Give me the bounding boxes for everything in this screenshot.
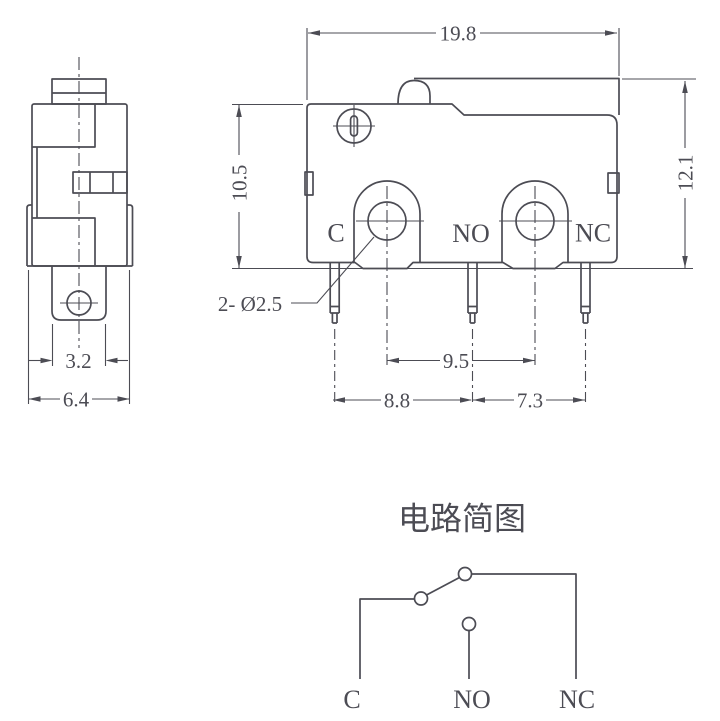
dim-text-12-1: 12.1: [674, 155, 698, 192]
dim-body-width: 6.4: [27, 270, 131, 412]
dim-text-6-4: 6.4: [63, 388, 90, 412]
terminal-tab: [51, 266, 107, 321]
circuit-diagram: 电路简图 C NO NC: [343, 501, 595, 715]
circuit-contact-right: [457, 566, 473, 582]
hole-callout-text: 2- Ø2.5: [218, 292, 282, 316]
boss-nc: [499, 180, 572, 365]
circuit-label-c: C: [343, 685, 360, 714]
circuit-c-wire: [359, 598, 414, 679]
terminal-label-nc: NC: [575, 219, 611, 248]
right-notch: [607, 172, 620, 194]
rivet: [333, 105, 375, 147]
front-body-outline: [306, 103, 618, 270]
dim-text-9-5: 9.5: [443, 349, 469, 373]
boss-c: [353, 180, 424, 365]
front-view: C NO NC 2- Ø2.5 19.8 12.1: [218, 22, 698, 413]
pin-no: [467, 263, 478, 404]
side-view: 3.2 6.4: [26, 57, 134, 412]
dim-text-7-3: 7.3: [517, 389, 543, 413]
circuit-switch-arm: [426, 576, 460, 596]
lever-arm: [414, 77, 620, 115]
circuit-title: 电路简图: [398, 501, 526, 537]
dim-text-10-5: 10.5: [228, 165, 252, 202]
hole-callout: 2- Ø2.5: [218, 236, 375, 316]
side-ears: [26, 204, 134, 267]
terminal-label-c: C: [327, 219, 344, 248]
dim-text-8-8: 8.8: [384, 389, 410, 413]
pivot-hump: [397, 79, 431, 105]
side-internal-lines: [32, 104, 128, 266]
dim-text-19-8: 19.8: [440, 22, 477, 46]
dim-pin-spacing: 8.8 7.3: [333, 389, 585, 413]
terminal-label-no: NO: [452, 219, 490, 248]
circuit-label-nc: NC: [559, 685, 595, 714]
pin-c: [329, 263, 341, 404]
dim-total-width: 19.8: [306, 22, 620, 100]
dim-tab-width: 3.2: [29, 324, 128, 373]
circuit-nc-wire: [471, 573, 577, 679]
pin-nc: [580, 263, 591, 404]
dim-body-height: 10.5: [228, 103, 303, 268]
circuit-contact-no: [461, 616, 477, 632]
dim-total-height: 12.1: [622, 78, 698, 268]
dim-hole-spacing: 9.5: [387, 349, 535, 373]
circuit-label-no: NO: [453, 685, 491, 714]
circuit-contact-left: [413, 591, 429, 606]
left-notch: [304, 171, 314, 196]
dim-text-3-2: 3.2: [65, 349, 91, 373]
